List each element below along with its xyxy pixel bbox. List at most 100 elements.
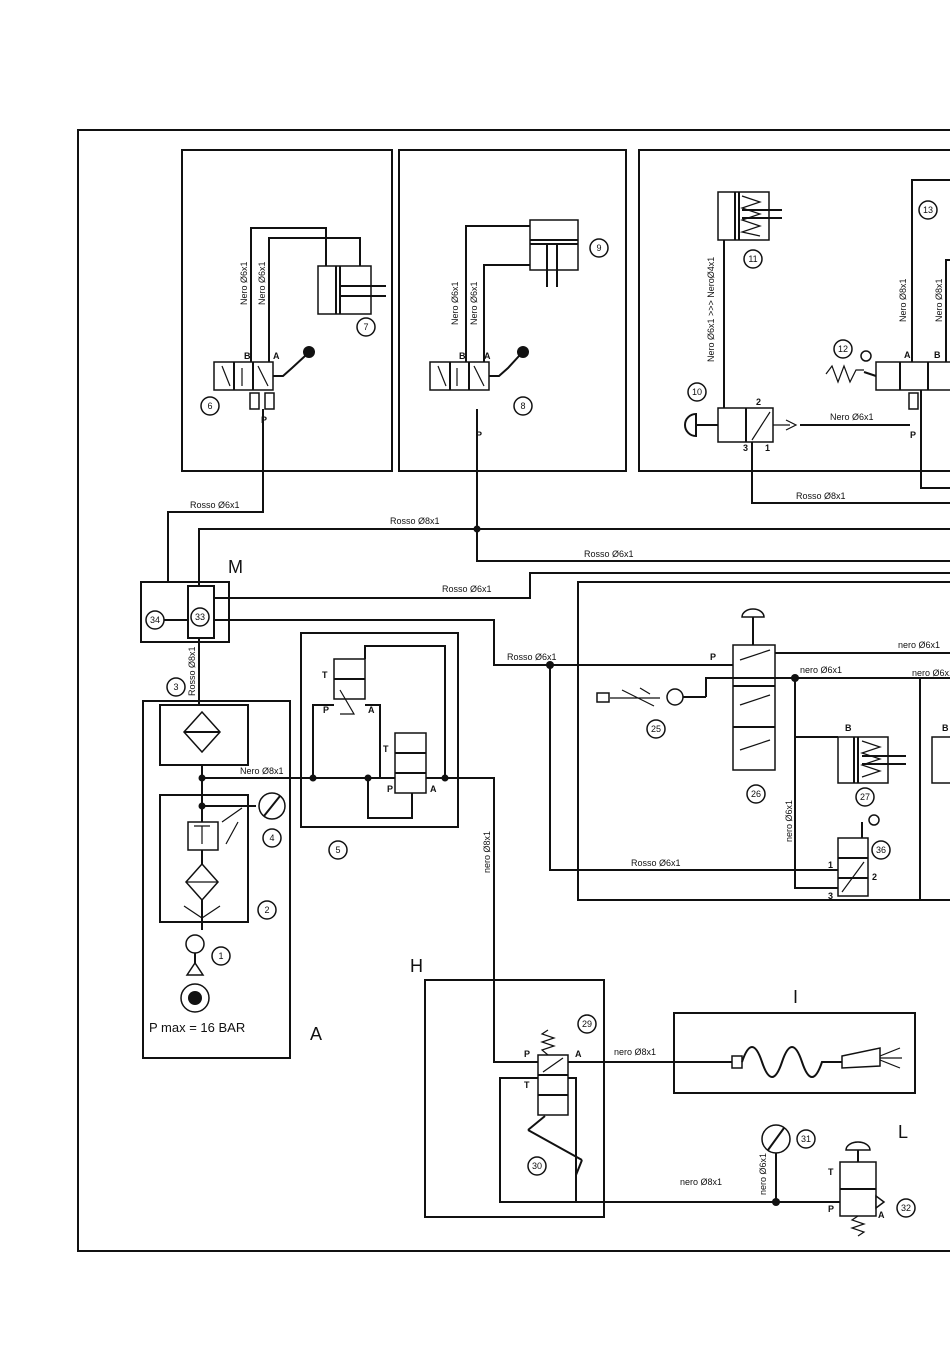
port-label: B xyxy=(934,350,941,360)
callout-9: 9 xyxy=(589,238,609,258)
valve-36 xyxy=(837,814,880,897)
tube-rosso-8x1-to-8 xyxy=(198,409,478,586)
callout-3: 3 xyxy=(166,677,186,697)
svg-text:5: 5 xyxy=(335,845,340,855)
tube-36-loop xyxy=(794,678,838,889)
pressure-note: P max = 16 BAR xyxy=(149,1020,245,1035)
tube-label-rosso-6x1-e: Rosso Ø6x1 xyxy=(631,858,681,868)
panel-valve-6 xyxy=(181,149,393,472)
port-label: 1 xyxy=(765,443,770,453)
svg-text:32: 32 xyxy=(901,1203,911,1213)
spray-gun-25 xyxy=(596,687,706,707)
valve-13 xyxy=(825,350,950,410)
valve-26 xyxy=(732,608,776,771)
section-label-i: I xyxy=(793,987,798,1007)
port-label: P xyxy=(910,430,916,440)
svg-text:26: 26 xyxy=(751,789,761,799)
callout-33: 33 xyxy=(190,607,210,627)
drawing-frame xyxy=(77,129,950,1252)
inlet-1 xyxy=(180,934,210,1013)
svg-text:29: 29 xyxy=(582,1019,592,1029)
port-label: A xyxy=(368,705,375,715)
port-label: T xyxy=(383,744,389,754)
tube-label-nero-6x1-a: nero Ø6x1 xyxy=(898,640,940,650)
manifold-33-body xyxy=(187,585,215,639)
port-label: B xyxy=(942,723,949,733)
svg-text:31: 31 xyxy=(801,1134,811,1144)
tube-label-10-13: Nero Ø6x1 xyxy=(830,412,874,422)
tube-label-rosso-6x1-d: Rosso Ø6x1 xyxy=(507,652,557,662)
port-label: 3 xyxy=(828,891,833,901)
tube-label-6a: Nero Ø6x1 xyxy=(257,261,267,305)
port-label: T xyxy=(524,1080,530,1090)
callout-6: 6 xyxy=(200,396,220,416)
tube-label-nero-8x1-d: nero Ø8x1 xyxy=(680,1177,722,1187)
tube-label-rosso-6x1-a: Rosso Ø6x1 xyxy=(190,500,240,510)
section-h-box xyxy=(424,979,605,1218)
svg-text:1: 1 xyxy=(218,951,223,961)
port-label: A xyxy=(484,351,491,361)
svg-text:7: 7 xyxy=(363,322,368,332)
callout-34: 34 xyxy=(145,610,165,630)
tube-label-nero-8x1-c: nero Ø8x1 xyxy=(614,1047,656,1057)
svg-text:13: 13 xyxy=(923,205,933,215)
tube-13-a xyxy=(945,259,950,362)
section-5-box xyxy=(300,632,459,828)
tube-label-rosso-6x1-c: Rosso Ø6x1 xyxy=(442,584,492,594)
tube-nero-8x1-to-5 xyxy=(202,777,538,1063)
tube-label-rosso-6x1-b: Rosso Ø6x1 xyxy=(584,549,634,559)
tube-label-10: Nero Ø6x1 >>> NeroØ4x1 xyxy=(706,257,716,362)
port-label: A xyxy=(575,1049,582,1059)
tube-label-13a: Nero Ø8x1 xyxy=(934,278,944,322)
tube-8-9-b xyxy=(465,225,530,362)
callout-7: 7 xyxy=(356,317,376,337)
regulator-2 xyxy=(159,792,286,923)
tube-rosso-6x1-to-36 xyxy=(549,665,838,871)
section-a-box xyxy=(142,700,291,1059)
tube-10-exhaust xyxy=(751,442,950,504)
callout-30: 30 xyxy=(527,1156,547,1176)
gauge-31 xyxy=(761,1124,791,1154)
callout-12: 12 xyxy=(833,339,853,359)
svg-text:11: 11 xyxy=(748,254,757,264)
svg-text:30: 30 xyxy=(532,1161,542,1171)
callout-27: 27 xyxy=(855,787,875,807)
cylinder-7 xyxy=(317,265,386,315)
tube-26-27 xyxy=(794,678,838,738)
callout-4: 4 xyxy=(262,828,282,848)
svg-text:9: 9 xyxy=(596,243,601,253)
tube-label-rosso-8x1-top: Rosso Ø8x1 xyxy=(796,491,846,501)
blow-gun xyxy=(674,1046,902,1078)
port-label: P xyxy=(524,1049,530,1059)
tube-26-out xyxy=(705,677,950,697)
svg-text:36: 36 xyxy=(876,845,886,855)
cylinder-27 xyxy=(837,736,906,784)
svg-text:4: 4 xyxy=(269,833,274,843)
port-label: 2 xyxy=(756,397,761,407)
callout-11: 11 xyxy=(743,249,763,269)
port-label: A xyxy=(273,351,280,361)
pedal-30 xyxy=(527,1115,583,1176)
callout-36: 36 xyxy=(871,840,891,860)
port-label: T xyxy=(828,1167,834,1177)
section-label-m: M xyxy=(228,557,243,577)
section-label-a: A xyxy=(310,1024,322,1044)
svg-text:6: 6 xyxy=(207,401,212,411)
callout-1: 1 xyxy=(211,946,231,966)
tube-label-6b: Nero Ø6x1 xyxy=(239,261,249,305)
port-label: B xyxy=(244,351,251,361)
port-label: 1 xyxy=(828,860,833,870)
filter-3 xyxy=(159,704,249,766)
callout-13: 13 xyxy=(918,200,938,220)
port-label: 2 xyxy=(872,872,877,882)
manifold-block-m xyxy=(140,581,230,643)
tube-label-8a: Nero Ø6x1 xyxy=(469,281,479,325)
callout-5: 5 xyxy=(328,840,348,860)
tube-rosso-6x1-main xyxy=(476,528,950,562)
port-label: P xyxy=(323,705,329,715)
section-i-box xyxy=(673,1012,916,1094)
tube-6-7-a xyxy=(268,237,361,362)
svg-text:33: 33 xyxy=(195,612,205,622)
svg-text:10: 10 xyxy=(692,387,702,397)
